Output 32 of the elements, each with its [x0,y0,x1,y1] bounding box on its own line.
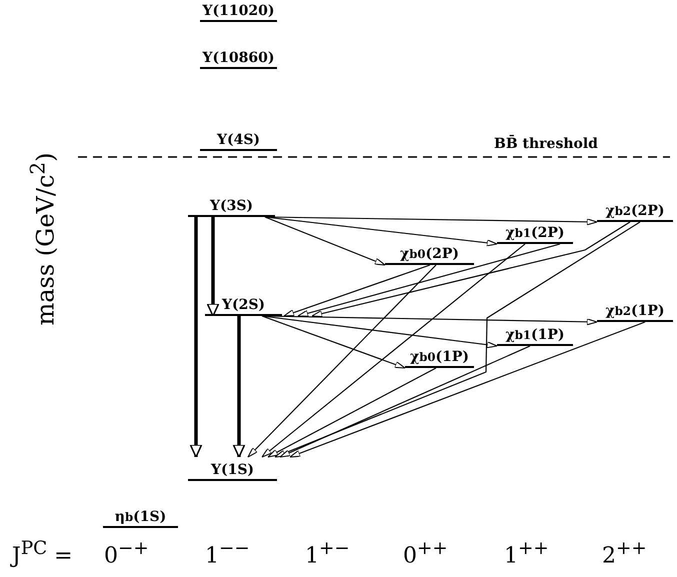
transition-arrow [262,244,526,458]
energy-level: Υ(11020) [200,0,277,22]
transition-arrow [284,264,430,317]
threshold-label: BB̄ threshold [494,136,598,152]
transition-arrow [206,217,220,317]
transition-arrow [268,368,436,458]
energy-level: Υ(4S) [200,127,277,151]
quantum-number-label: 0$^{−+}$ [104,538,149,568]
quantum-number-label: 2$^{++}$ [602,538,647,568]
transition-arrow [248,264,436,458]
transition-arrow [298,243,560,317]
transition-arrow [312,222,630,318]
transition-arrow [262,315,598,326]
quantum-number-label: 1$^{++}$ [504,538,549,568]
transition-arrow [280,346,530,458]
transition-arrow [190,217,202,458]
energy-level: Υ(1S) [188,457,277,481]
transition-arrow [265,216,598,226]
transition-arrow [262,315,498,348]
energy-level: Υ(3S) [188,193,275,217]
transition-arrow [290,321,646,458]
quantum-number-label: 1$^{+−}$ [305,538,350,568]
quantum-number-label: J$^{PC}$ = [12,538,73,568]
transition-arrow [232,316,246,458]
transition-arrow [264,216,386,266]
transition-arrow [262,315,406,369]
quantum-number-label: 0$^{++}$ [403,538,448,568]
transition-arrow [264,216,498,246]
transition-arrow [274,222,640,458]
energy-level: Υ(2S) [205,292,282,316]
energy-level: Υ(10860) [200,45,277,69]
quantum-number-label: 1$^{−−}$ [205,538,250,568]
